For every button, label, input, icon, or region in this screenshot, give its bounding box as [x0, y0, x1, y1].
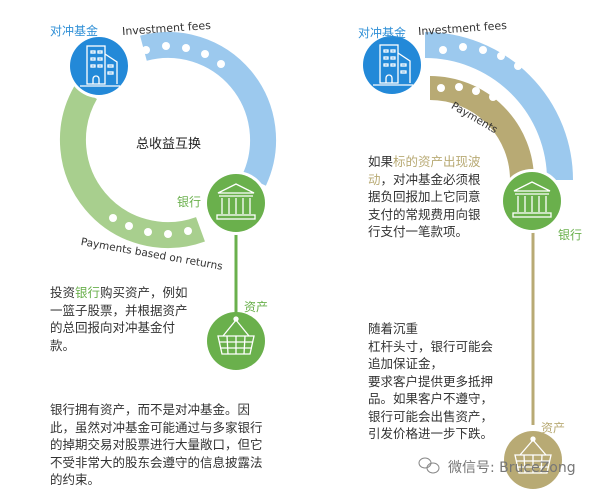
hedge-fund-building-icon	[67, 34, 131, 98]
asset-label: 资产	[244, 300, 269, 314]
text-line: 追加保证金，	[368, 356, 444, 371]
fees-arc-right	[424, 32, 573, 181]
payments-dots-right	[437, 83, 497, 101]
text: ，对冲基金必须根据负回报加上它同意支付的常规费用向银行支付一笔款项。	[368, 171, 481, 240]
total-return-swap-title: 总收益互换	[136, 137, 202, 152]
asset-basket-icon	[207, 312, 265, 370]
asset-basket-icon	[504, 431, 562, 489]
bank-icon	[204, 171, 268, 235]
right-paragraph-1: 如果标的资产出现波动，对冲基金必须根据负回报加上它同意支付的常规费用向银行支付一…	[368, 153, 484, 241]
returns-arc-left	[59, 86, 205, 249]
right-paragraph-2: 随着沉重 杠杆头寸，银行可能会 追加保证金， 要求客户提供更多抵押 品。如果客户…	[368, 320, 508, 443]
left-paragraph-2: 银行拥有资产，而不是对冲基金。因此，虽然对冲基金可能通过与多家银行的掉期交易对股…	[50, 402, 263, 487]
payments-arc-right	[429, 76, 534, 181]
fees-dots-left	[142, 42, 225, 68]
text: 如果	[368, 154, 394, 169]
highlight-bank: 银行	[75, 285, 101, 300]
watermark: 微信号: BruceZong	[448, 460, 576, 476]
asset-label: 资产	[541, 421, 566, 435]
wechat-icon	[418, 457, 440, 474]
text-line: 杠杆头寸，银行可能会	[368, 338, 494, 354]
text-line: 品。如果客户不遵守，	[368, 391, 494, 406]
text: 投资	[50, 285, 76, 300]
hedge-fund-building-icon	[360, 33, 424, 97]
highlight-volatility: 标的资产出现波动	[368, 154, 481, 187]
hedge-fund-label: 对冲基金	[50, 24, 99, 38]
text-line: 引发价格进一步下跌。	[368, 426, 494, 441]
fees-dots-right	[439, 43, 522, 70]
returns-dots-left	[109, 214, 192, 238]
bank-label: 银行	[177, 195, 202, 209]
hedge-fund-label: 对冲基金	[358, 26, 407, 40]
text: 购买资产，例如一篮子股票，并根据资产的总回报向对冲基金付款。	[50, 285, 188, 353]
text-line: 要求客户提供更多抵押	[368, 373, 494, 389]
fees-arc-left	[140, 31, 277, 186]
bank-label: 银行	[558, 228, 583, 242]
bank-icon	[500, 169, 564, 233]
text-line: 银行可能会出售资产，	[368, 408, 494, 424]
left-paragraph-1: 投资银行购买资产，例如一篮子股票，并根据资产的总回报向对冲基金付款。	[50, 284, 192, 354]
text-line: 随着沉重	[368, 321, 419, 336]
